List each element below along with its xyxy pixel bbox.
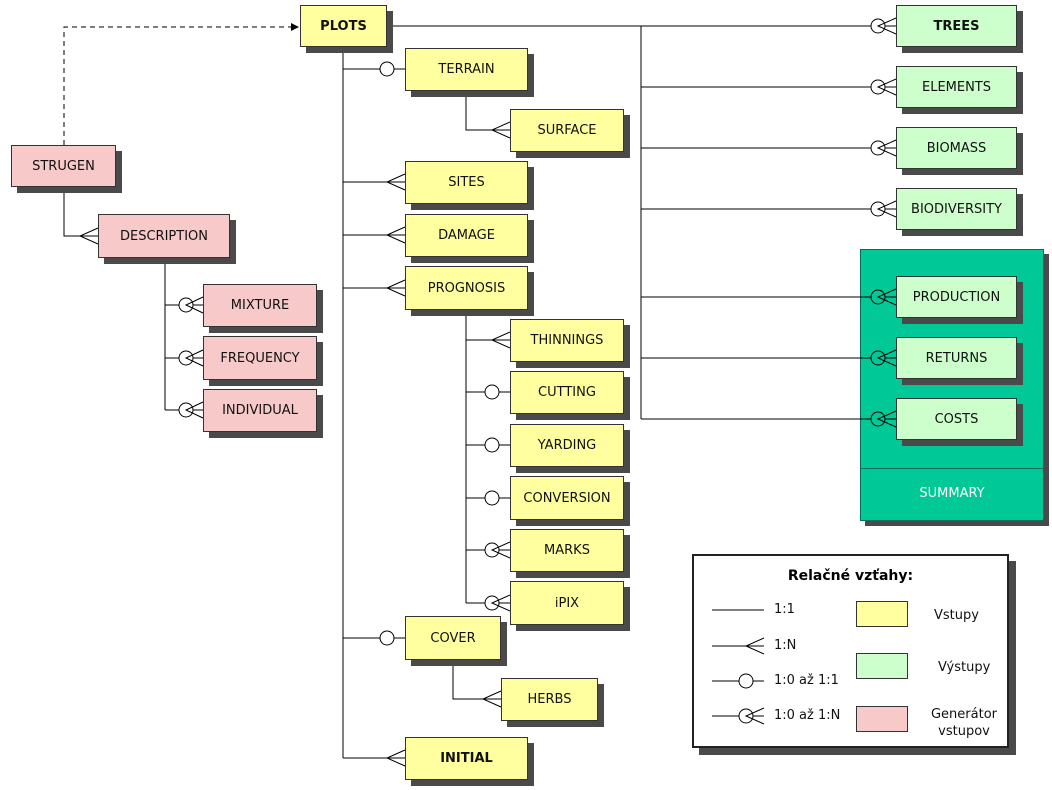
- legend-relation-1-n: 1:N: [774, 638, 797, 653]
- entity-biomass[interactable]: BIOMASS: [896, 127, 1017, 169]
- summary-label: SUMMARY: [919, 486, 985, 501]
- entity-prognosis[interactable]: PROGNOSIS: [405, 266, 528, 310]
- legend-title: Relačné vzťahy:: [787, 568, 914, 584]
- entity-ipix[interactable]: iPIX: [510, 581, 624, 625]
- entity-returns[interactable]: RETURNS: [896, 337, 1017, 379]
- entity-marks[interactable]: MARKS: [510, 529, 624, 572]
- entity-trees[interactable]: TREES: [896, 5, 1017, 47]
- entity-frequency[interactable]: FREQUENCY: [203, 336, 317, 380]
- entity-description[interactable]: DESCRIPTION: [98, 214, 230, 258]
- legend-swatch-input: [856, 601, 908, 627]
- entity-mixture[interactable]: MIXTURE: [203, 284, 317, 327]
- entity-individual[interactable]: INDIVIDUAL: [203, 389, 317, 432]
- legend-relation-1-1: 1:1: [774, 602, 795, 617]
- entity-elements[interactable]: ELEMENTS: [896, 66, 1017, 108]
- legend-relation-optional-many: 1:0 až 1:N: [774, 708, 841, 723]
- legend-label-output: Výstupy: [938, 660, 991, 675]
- legend-swatch-output: [856, 653, 908, 679]
- entity-cover[interactable]: COVER: [405, 616, 501, 660]
- entity-cutting[interactable]: CUTTING: [510, 371, 624, 414]
- entity-conversion[interactable]: CONVERSION: [510, 476, 624, 520]
- legend-label-generator: Generátor vstupov: [930, 707, 997, 739]
- entity-terrain[interactable]: TERRAIN: [405, 48, 528, 91]
- entity-costs[interactable]: COSTS: [896, 398, 1017, 440]
- entity-initial[interactable]: INITIAL: [405, 737, 528, 780]
- entity-strugen[interactable]: STRUGEN: [11, 145, 116, 187]
- entity-biodiversity[interactable]: BIODIVERSITY: [896, 188, 1017, 230]
- entity-thinnings[interactable]: THINNINGS: [510, 319, 624, 362]
- entity-yarding[interactable]: YARDING: [510, 424, 624, 467]
- entity-damage[interactable]: DAMAGE: [405, 214, 528, 257]
- entity-herbs[interactable]: HERBS: [501, 678, 598, 721]
- legend-symbols: [712, 609, 765, 725]
- legend-label-input: Vstupy: [934, 608, 979, 623]
- legend: Relačné vzťahy: 1:1 1:N 1:0 až 1:1 1:0 a…: [692, 554, 1009, 748]
- legend-relation-optional-one: 1:0 až 1:1: [774, 673, 839, 688]
- summary-divider: [861, 468, 1043, 469]
- entity-sites[interactable]: SITES: [405, 161, 528, 204]
- entity-production[interactable]: PRODUCTION: [896, 276, 1017, 318]
- entity-plots[interactable]: PLOTS: [300, 5, 387, 47]
- legend-swatch-generator: [856, 706, 908, 732]
- entity-surface[interactable]: SURFACE: [510, 109, 624, 152]
